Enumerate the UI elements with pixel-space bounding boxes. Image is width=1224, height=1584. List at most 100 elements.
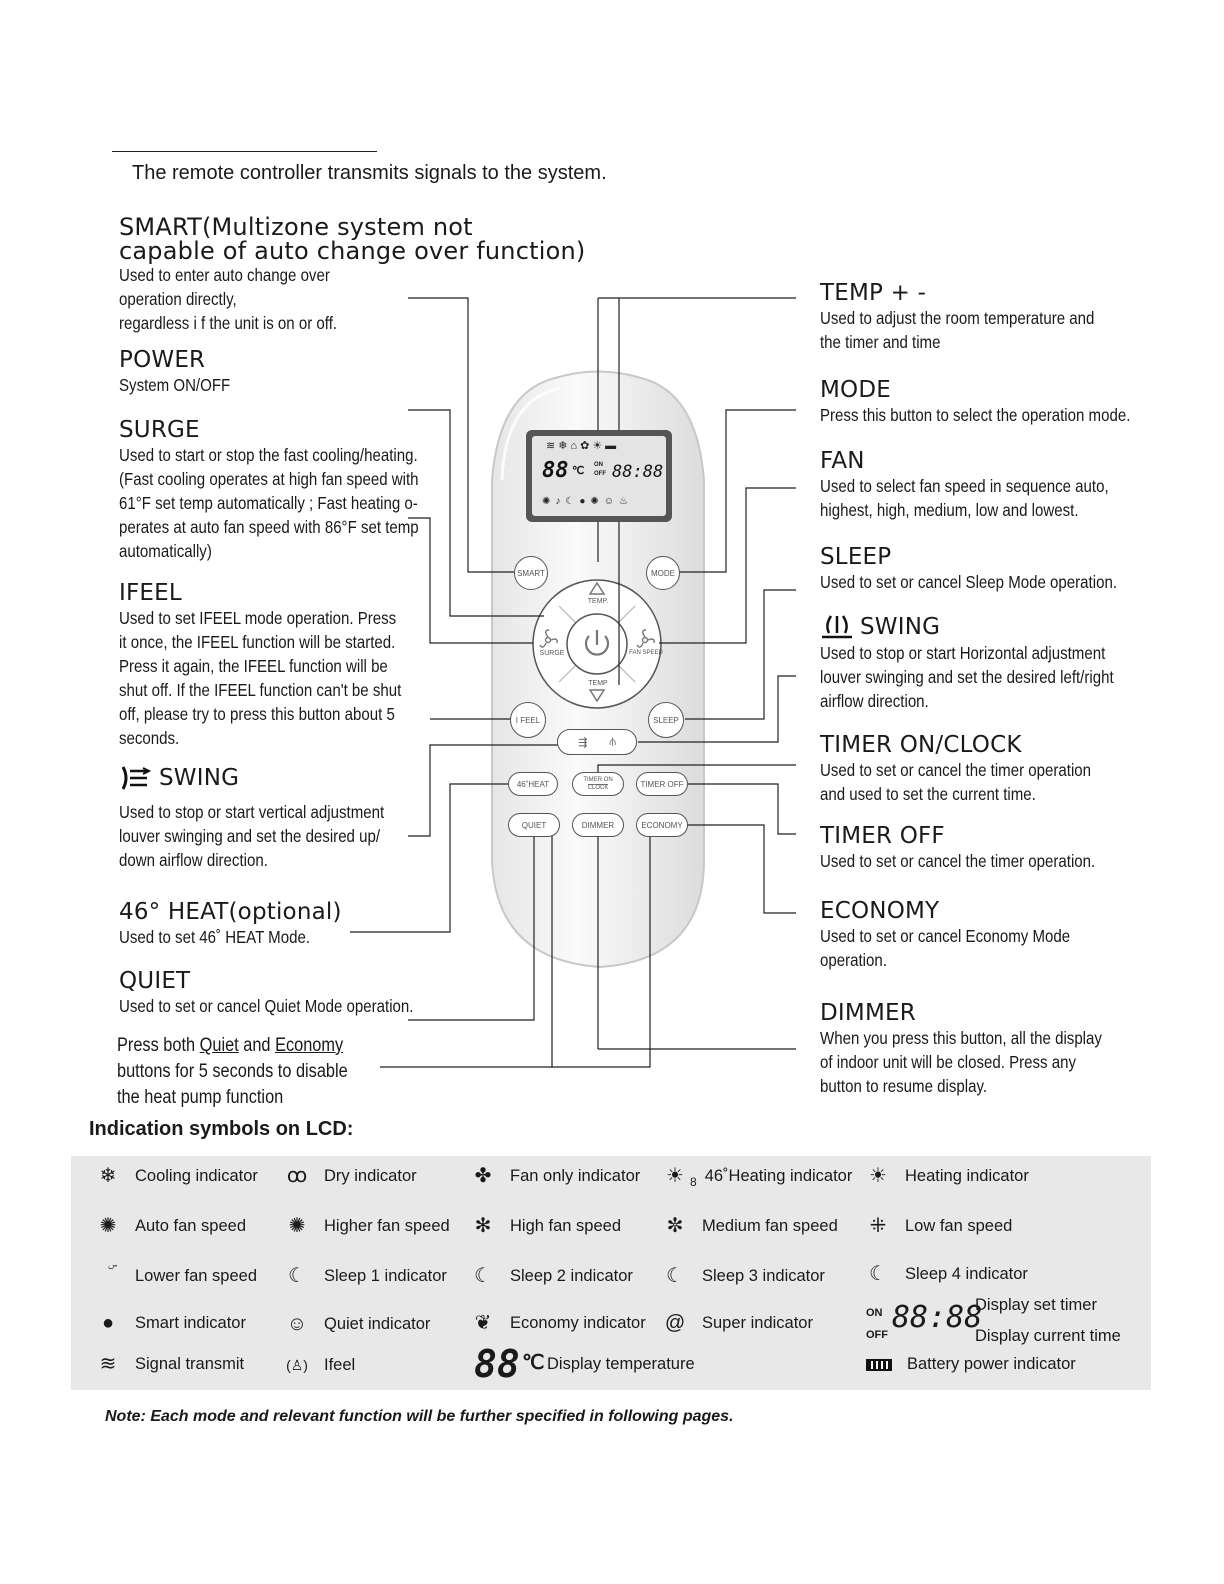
surge-desc-4: perates at auto fan speed with 86°F set … [119, 515, 419, 539]
power-ring [567, 614, 627, 674]
combo-line-3: the heat pump function [117, 1085, 348, 1111]
lcd-off: OFF [594, 470, 606, 479]
power-title: POWER [119, 347, 248, 373]
remote-ifeel-button[interactable]: I FEEL [510, 702, 546, 738]
high-fan-icon: ✻ [470, 1213, 496, 1239]
remote-swing-button[interactable]: ⇶⫛ [557, 729, 637, 755]
ifeel-desc-6: seconds. [119, 726, 401, 750]
temp-up-arrow [590, 583, 604, 594]
remote-46heat-label: 46˚HEAT [517, 780, 549, 789]
sym-cooling-label: Cooling indicator [135, 1167, 258, 1186]
sym-temp-digits: 88 [474, 1342, 520, 1386]
mode-section: MODE Press this button to select the ope… [820, 377, 1181, 427]
medium-fan-icon: ✼ [662, 1213, 688, 1239]
sym-quiet-label: Quiet indicator [324, 1315, 430, 1334]
lcd-display: ≋❄⌂✿☀▬ 88 ℃ ON OFF 88:88 ✺♪☾●✺☺♨ [526, 430, 672, 522]
moon-stars-icon: ☾ [662, 1263, 688, 1289]
remote-temp-up-button[interactable]: TEMP. [580, 598, 616, 605]
top-rule [112, 151, 377, 152]
sym-smart-label: Smart indicator [135, 1314, 246, 1333]
signal-icon: ≋ [95, 1351, 121, 1377]
remote-dimmer-button[interactable]: DIMMER [572, 813, 624, 837]
sym-lower-fan: ۜLower fan speed [95, 1263, 257, 1289]
remote-mode-button[interactable]: MODE [646, 556, 680, 590]
sym-high-fan: ✻High fan speed [470, 1213, 621, 1239]
swing-h-desc-1: Used to stop or start Horizontal adjustm… [820, 641, 1114, 665]
timer-on-section: TIMER ON/CLOCK Used to set or cancel the… [820, 732, 1135, 806]
heat46-desc: Used to set 46˚ HEAT Mode. [119, 925, 310, 949]
swing-v-desc-2: louver swinging and set the desired up/ [119, 824, 384, 848]
fan-section: FAN Used to select fan speed in sequence… [820, 448, 1156, 522]
quiet-title: QUIET [119, 968, 461, 994]
remote-timer-off-button[interactable]: TIMER OFF [636, 772, 688, 796]
sym-on-label: ON [866, 1302, 888, 1324]
swing-h-desc-2: louver swinging and set the desired left… [820, 665, 1114, 689]
sym-super-label: Super indicator [702, 1314, 813, 1333]
remote-46heat-button[interactable]: 46˚HEAT [508, 772, 558, 796]
power-section: POWER System ON/OFF [119, 347, 248, 397]
quiet-section: QUIET Used to set or cancel Quiet Mode o… [119, 968, 461, 1018]
surge-title: SURGE [119, 417, 467, 443]
sym-ifeel-label: Ifeel [324, 1356, 355, 1375]
sym-signal-label: Signal transmit [135, 1355, 244, 1374]
sym-higher-fan: ✺ Higher fan speed [284, 1213, 450, 1239]
ifeel-desc-4: shut off. If the IFEEL function can't be… [119, 678, 401, 702]
swing-horizontal-title: SWING [860, 614, 940, 640]
sym-smart: ●Smart indicator [95, 1310, 246, 1336]
fan-icon: ✤ [470, 1163, 496, 1189]
higher-fan-icon: ✺ [284, 1213, 310, 1239]
sym-sleep2: ☾Sleep 2 indicator [470, 1263, 633, 1289]
heat46-title: 46° HEAT(optional) [119, 899, 342, 925]
lcd-top-icons-icon: ≋❄⌂✿☀▬ [546, 439, 619, 452]
surge-desc-3: 61°F set temp automatically ; Fast heati… [119, 491, 419, 515]
snowflake-icon: ❄ [95, 1163, 121, 1189]
sym-timer-digits: 88:88 [892, 1300, 982, 1335]
remote-fanspeed-button[interactable]: FAN SPEED [627, 650, 665, 656]
droplets-icon: ꝏ [284, 1163, 310, 1189]
dimmer-title: DIMMER [820, 1000, 1148, 1026]
swing-h-desc-3: airflow direction. [820, 689, 1114, 713]
sym-cooling: ❄ Cooling indicator [95, 1163, 258, 1189]
surge-desc-1: Used to start or stop the fast cooling/h… [119, 443, 419, 467]
remote-smart-button[interactable]: SMART [514, 556, 548, 590]
dimmer-desc-1: When you press this button, all the disp… [820, 1026, 1102, 1050]
dimmer-desc-2: of indoor unit will be closed. Press any [820, 1050, 1102, 1074]
sym-super: @Super indicator [662, 1310, 813, 1336]
sym-sleep3: ☾ Sleep 3 indicator [662, 1263, 825, 1289]
remote-mode-label: MODE [651, 569, 675, 578]
remote-quiet-button[interactable]: QUIET [508, 813, 560, 837]
remote-sleep-button[interactable]: SLEEP [648, 702, 684, 738]
sym-display-temp: Display temperature [547, 1355, 695, 1374]
sym-temp-unit: ℃ [522, 1350, 544, 1375]
ifeel-desc-5: off, please try to press this button abo… [119, 702, 401, 726]
lower-fan-icon: ۜ [95, 1263, 121, 1289]
vertical-swing-icon [119, 764, 153, 792]
remote-swing-v-icon: ⇶ [578, 736, 587, 749]
surge-fan-icon [540, 630, 557, 647]
sym-medium-fan-label: Medium fan speed [702, 1217, 838, 1236]
remote-temp-down-button[interactable]: TEMP [580, 680, 616, 687]
sym-dry-label: Dry indicator [324, 1167, 417, 1186]
ifeel-desc-1: Used to set IFEEL mode operation. Press [119, 606, 401, 630]
swing-v-desc-3: down airflow direction. [119, 848, 384, 872]
moon-star-icon: ☾ [470, 1263, 496, 1289]
footer-note: Note: Each mode and relevant function wi… [105, 1408, 734, 1426]
remote-timer-off-label: TIMER OFF [640, 780, 683, 789]
sym-sleep1: ☾Sleep 1 indicator [284, 1263, 447, 1289]
sym-higher-fan-label: Higher fan speed [324, 1217, 450, 1236]
horizontal-swing-icon [820, 613, 854, 641]
lcd-time: 88:88 [612, 462, 663, 482]
economy-desc-2: operation. [820, 948, 1070, 972]
sym-sleep1-label: Sleep 1 indicator [324, 1267, 447, 1286]
surge-desc-5: automatically) [119, 539, 419, 563]
remote-economy-label: ECONOMY [641, 821, 682, 830]
sym-dry: ꝏ Dry indicator [284, 1163, 417, 1189]
sym-46heating-label: 46˚Heating indicator [705, 1167, 853, 1186]
dimmer-desc-3: button to resume display. [820, 1074, 1102, 1098]
sym-sleep3-label: Sleep 3 indicator [702, 1267, 825, 1286]
remote-surge-button[interactable]: SURGE [534, 650, 570, 657]
sym-economy-label: Economy indicator [510, 1314, 646, 1333]
remote-economy-button[interactable]: ECONOMY [636, 813, 688, 837]
economy-title: ECONOMY [820, 898, 1111, 924]
